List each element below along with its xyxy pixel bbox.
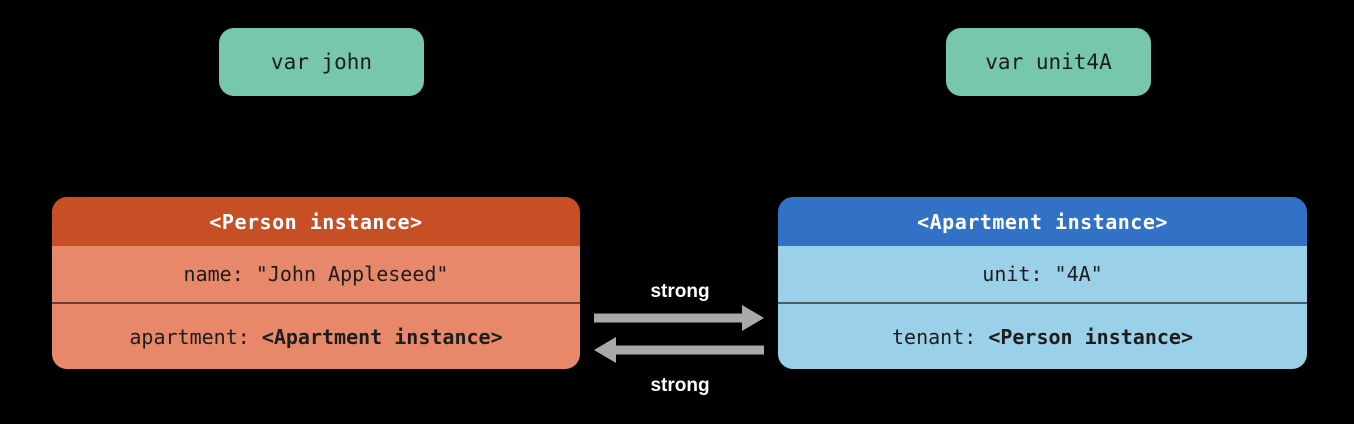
variable-box-john: var john [219, 28, 424, 96]
apartment-unit-row: unit: "4A" [778, 246, 1307, 302]
variable-unit4a-label: var unit4A [985, 50, 1112, 74]
person-apartment-row: apartment: <Apartment instance> [52, 302, 580, 369]
person-apartment-prefix: apartment: [129, 324, 262, 349]
person-instance-title: <Person instance> [209, 209, 423, 234]
variable-box-unit4a: var unit4A [946, 28, 1151, 96]
strong-label-backward: strong [650, 375, 710, 396]
apartment-tenant-value: <Person instance> [988, 324, 1194, 349]
person-instance-box: <Person instance> name: "John Appleseed"… [52, 197, 580, 369]
apartment-instance-box: <Apartment instance> unit: "4A" tenant: … [778, 197, 1307, 369]
variable-john-label: var john [270, 50, 373, 74]
person-apartment-value: <Apartment instance> [261, 324, 503, 349]
person-instance-header: <Person instance> [52, 197, 580, 246]
apartment-instance-header: <Apartment instance> [778, 197, 1307, 246]
arrow-left-icon [594, 337, 764, 363]
apartment-instance-title: <Apartment instance> [917, 209, 1168, 234]
arrow-right-icon [594, 305, 764, 331]
apartment-tenant-prefix: tenant: [891, 324, 989, 349]
apartment-tenant-row: tenant: <Person instance> [778, 302, 1307, 369]
reference-arrows-group: strong strong [580, 270, 778, 405]
person-name-text: name: "John Appleseed" [183, 262, 449, 286]
apartment-unit-text: unit: "4A" [982, 262, 1103, 286]
strong-label-forward: strong [650, 281, 710, 302]
person-name-row: name: "John Appleseed" [52, 246, 580, 302]
reference-arrows-svg [594, 305, 764, 363]
